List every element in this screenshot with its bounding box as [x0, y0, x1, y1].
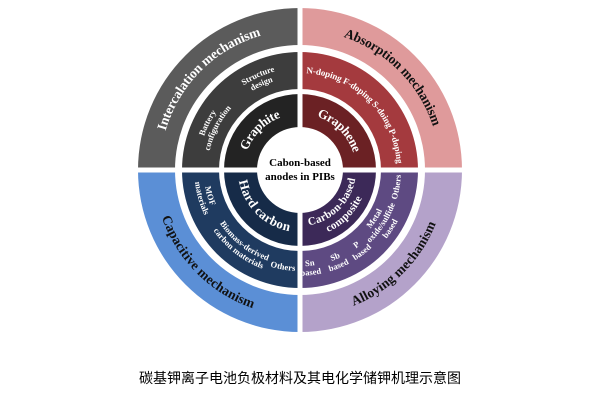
absorption-outer-ring — [300, 8, 462, 170]
alloying-mid-ring — [300, 170, 418, 288]
alloying-sub-label-text: P — [351, 239, 361, 250]
alloying-sub-label: P — [351, 239, 361, 250]
capacitive-outer-ring — [138, 170, 300, 332]
alloying-outer-ring — [300, 170, 462, 332]
center-label-line-2: anodes in PIBs — [265, 171, 335, 183]
intercalation-inner-ring — [224, 94, 300, 170]
alloying-sub-label: Sb — [329, 250, 342, 263]
anode-mechanism-diagram: Intercalation mechanismGraphiteBatteryco… — [138, 8, 462, 332]
center-circle — [260, 130, 340, 210]
center-label-line-1: Cabon-based — [269, 157, 331, 169]
alloying-sub-label: Sn — [305, 257, 316, 268]
intercalation-outer-ring — [138, 8, 300, 170]
alloying-inner-ring — [300, 170, 376, 246]
capacitive-mid-ring — [182, 170, 300, 288]
alloying-sub-label-text: Sn — [305, 257, 316, 268]
alloying-sub-label-text: Sb — [329, 250, 342, 263]
absorption-inner-ring — [300, 94, 376, 170]
capacitive-inner-ring — [224, 170, 300, 246]
absorption-mid-ring — [300, 52, 418, 170]
alloying-sub-label: based — [300, 266, 322, 278]
intercalation-mid-ring — [182, 52, 300, 170]
alloying-sub-label-text: based — [300, 266, 322, 278]
figure-caption: 碳基钾离子电池负极材料及其电化学储钾机理示意图 — [139, 371, 461, 387]
